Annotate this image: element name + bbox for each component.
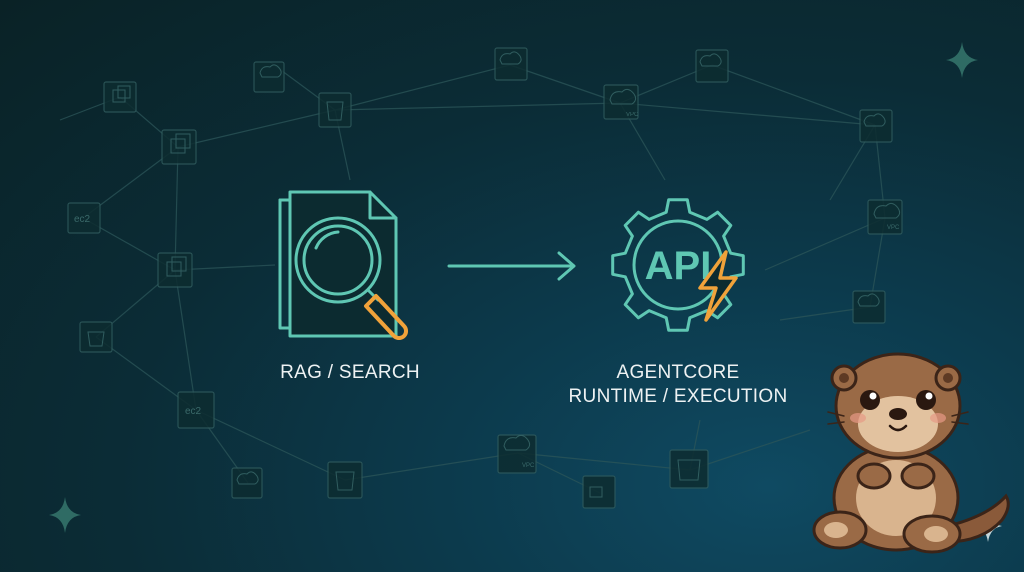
agentcore-label-line2: RUNTIME / EXECUTION [568, 386, 788, 407]
api-gear-icon: API [611, 198, 745, 332]
rag-search-label: RAG / SEARCH [280, 362, 420, 383]
otter-mascot [812, 352, 1010, 554]
sparkle-bottom-left [49, 497, 81, 533]
bg-ec2-text: ec2 [74, 214, 91, 225]
bg-ec2-text-2: ec2 [185, 406, 202, 417]
agentcore-label-line1: AGENTCORE [616, 362, 740, 383]
sparkle-top-right [946, 42, 978, 78]
bg-vpc-text-2: VPC [522, 463, 535, 469]
agentcore-label: AGENTCORE RUNTIME / EXECUTION [548, 361, 808, 409]
flow-arrow [447, 251, 576, 281]
api-text: API [645, 244, 712, 288]
rag-search-node [270, 190, 440, 341]
agentcore-api-node: API [598, 190, 768, 340]
bg-vpc-text: VPC [626, 112, 639, 118]
bg-vpc-text-3: VPC [887, 225, 900, 231]
lightning-icon [698, 250, 738, 322]
document-search-icon [278, 190, 409, 341]
